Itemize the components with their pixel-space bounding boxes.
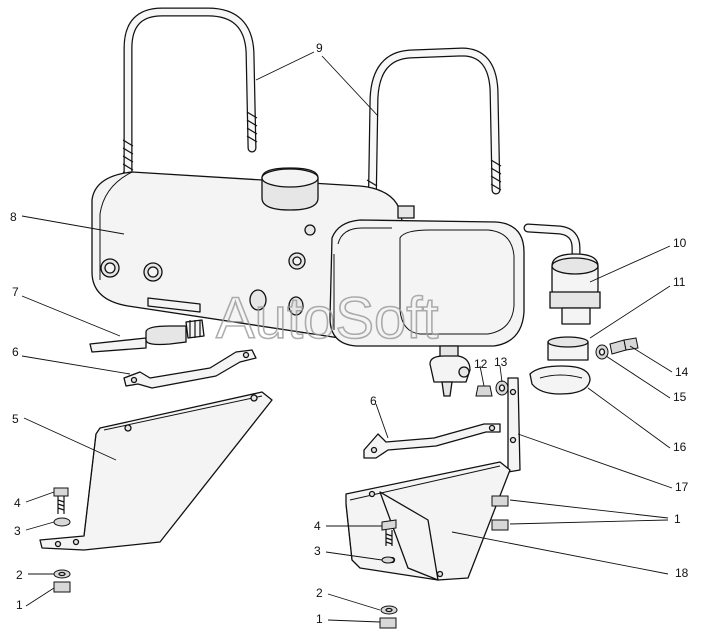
tank-strap-left bbox=[122, 7, 258, 185]
callout-1-right: 1 bbox=[674, 512, 681, 526]
filter-assembly bbox=[523, 223, 601, 325]
callout-13: 13 bbox=[494, 355, 508, 369]
washer-13 bbox=[495, 380, 509, 396]
nut-1-right-bottom bbox=[379, 617, 397, 629]
bolt-14 bbox=[609, 337, 639, 355]
callout-11: 11 bbox=[673, 275, 686, 289]
callout-17: 17 bbox=[675, 480, 689, 494]
washer-2-right bbox=[380, 605, 398, 615]
nut-1-right-upper bbox=[491, 495, 509, 507]
callout-2-right: 2 bbox=[316, 586, 323, 600]
washer-15 bbox=[595, 344, 609, 360]
callout-18: 18 bbox=[675, 566, 689, 580]
bracket-strip-right bbox=[363, 423, 501, 459]
callout-5: 5 bbox=[12, 412, 19, 426]
nut-1-left bbox=[53, 581, 71, 593]
callout-16: 16 bbox=[673, 440, 687, 454]
callout-15: 15 bbox=[673, 390, 687, 404]
callout-3-right: 3 bbox=[314, 544, 321, 558]
callout-4-left: 4 bbox=[14, 496, 21, 510]
callout-12: 12 bbox=[474, 357, 488, 371]
clamp bbox=[529, 365, 591, 395]
support-bracket-right bbox=[345, 461, 511, 581]
bolt-4-right bbox=[381, 519, 397, 546]
watermark: AutoSoft bbox=[216, 286, 438, 351]
washer-3-right bbox=[381, 556, 395, 564]
callout-7: 7 bbox=[12, 285, 19, 299]
rubber-sleeve bbox=[547, 336, 589, 361]
callout-10: 10 bbox=[673, 236, 687, 250]
nut-1-right-lower bbox=[491, 519, 509, 531]
callout-2-left: 2 bbox=[16, 568, 23, 582]
callout-1-left: 1 bbox=[16, 598, 23, 612]
callout-6-right: 6 bbox=[370, 394, 377, 408]
small-tank bbox=[329, 205, 525, 347]
washer-3-left bbox=[53, 517, 71, 527]
callout-labels: 9 8 7 6 5 4 3 2 1 10 11 12 13 14 15 16 6… bbox=[10, 41, 689, 626]
drain-valve bbox=[429, 345, 471, 397]
callout-8: 8 bbox=[10, 210, 17, 224]
washer-2-left bbox=[53, 569, 71, 579]
callout-4-right: 4 bbox=[314, 519, 321, 533]
leader-lines bbox=[21, 51, 673, 623]
callout-6-left: 6 bbox=[12, 345, 19, 359]
nut-12 bbox=[475, 385, 493, 397]
callout-1-right-bottom: 1 bbox=[316, 612, 323, 626]
callout-3-left: 3 bbox=[14, 524, 21, 538]
bolt-4-left bbox=[53, 487, 69, 514]
bracket-strip-left bbox=[123, 349, 257, 389]
callout-14: 14 bbox=[675, 365, 689, 379]
vertical-bracket bbox=[507, 377, 521, 473]
large-tank bbox=[91, 167, 403, 343]
callout-9: 9 bbox=[316, 41, 323, 55]
sensor-rod bbox=[89, 319, 205, 353]
support-bracket-left bbox=[39, 391, 273, 551]
